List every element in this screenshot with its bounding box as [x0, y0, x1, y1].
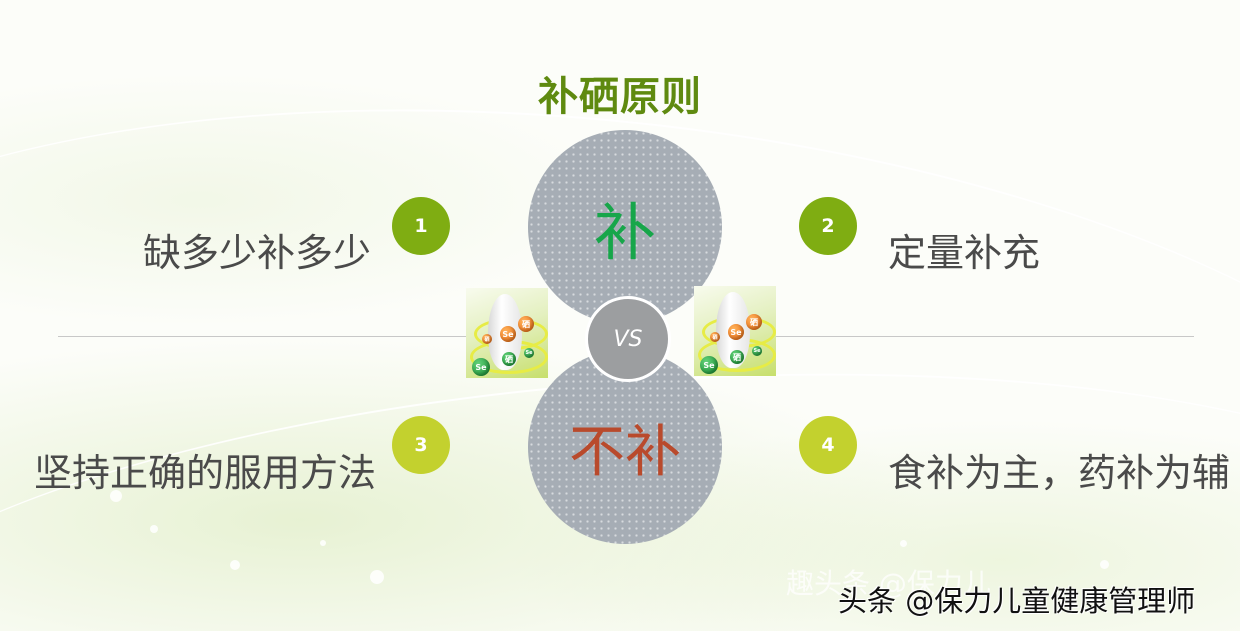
divider-line-left: [58, 336, 466, 337]
supplement-circle: 补: [528, 130, 722, 324]
selenium-ball: Se: [472, 358, 490, 376]
number-badge-3: 3: [392, 416, 450, 474]
selenium-ball: Se: [700, 356, 718, 374]
selenium-ball: 硒: [730, 350, 744, 364]
sparkle: [150, 525, 158, 533]
selenium-ball: Se: [500, 326, 516, 342]
selenium-ball: Se: [524, 348, 534, 358]
principle-label-3: 坚持正确的服用方法: [34, 451, 377, 495]
selenium-image-right: 硒 Se 硒 硒 Se Se: [694, 286, 776, 376]
sparkle: [900, 540, 907, 547]
selenium-ball: 硒: [710, 332, 720, 342]
selenium-ball: Se: [728, 324, 744, 340]
badge-number: 4: [821, 434, 835, 456]
selenium-ball: 硒: [518, 316, 534, 332]
number-badge-4: 4: [799, 416, 857, 474]
selenium-ball: 硒: [746, 314, 762, 330]
selenium-ball: 硒: [502, 352, 516, 366]
principle-label-1: 缺多少补多少: [143, 231, 372, 275]
sparkle: [320, 540, 326, 546]
no-supplement-text: 不补: [569, 419, 681, 485]
number-badge-1: 1: [392, 197, 450, 255]
page-title: 补硒原则: [538, 74, 702, 120]
divider-line-right: [776, 336, 1194, 337]
vs-text: VS: [613, 326, 643, 352]
watermark: 头条 @保力儿童健康管理师: [838, 584, 1196, 618]
selenium-ball: Se: [752, 346, 762, 356]
sparkle: [370, 570, 384, 584]
no-supplement-circle: 不补: [528, 350, 722, 544]
badge-number: 1: [414, 215, 428, 237]
principle-label-4: 食补为主，药补为辅: [888, 451, 1231, 495]
selenium-ball: 硒: [482, 334, 492, 344]
sparkle: [110, 490, 122, 502]
sparkle: [230, 560, 240, 570]
principle-label-2: 定量补充: [888, 231, 1041, 275]
faint-watermark: 趣头条 @保力儿: [786, 567, 991, 600]
sparkle: [1100, 560, 1109, 569]
vs-circle: VS: [585, 296, 671, 382]
supplement-text: 补: [593, 196, 656, 269]
selenium-image-left: 硒 Se 硒 硒 Se Se: [466, 288, 548, 378]
number-badge-2: 2: [799, 197, 857, 255]
badge-number: 3: [414, 434, 428, 456]
badge-number: 2: [821, 215, 835, 237]
